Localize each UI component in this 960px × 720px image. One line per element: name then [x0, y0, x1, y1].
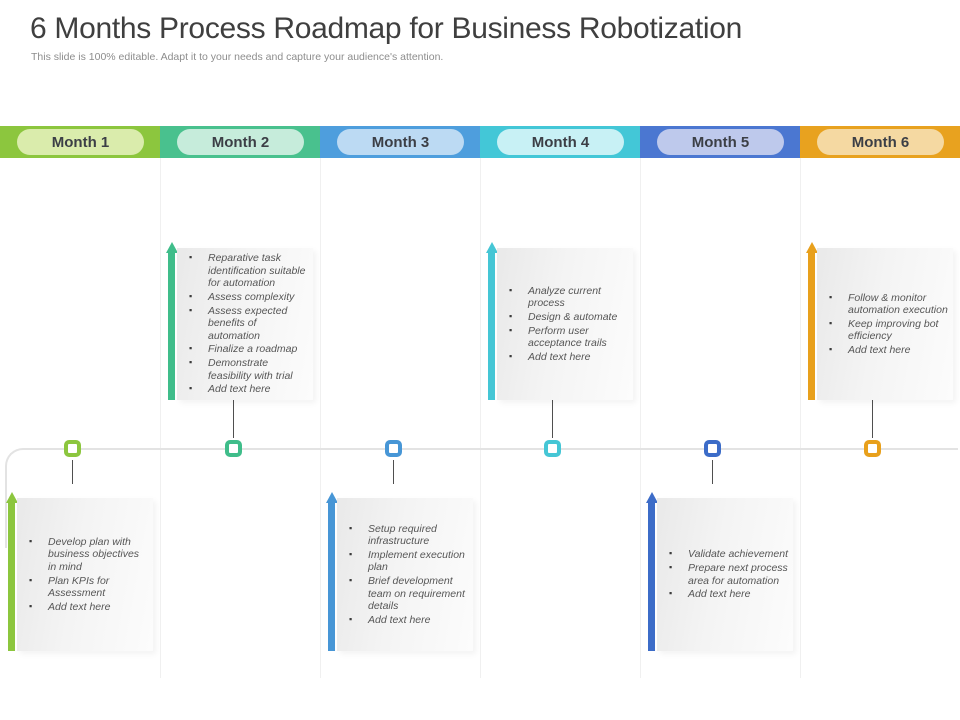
month-pill-label: Month 6: [817, 129, 944, 155]
card-month-6: Follow & monitor automation executionKee…: [817, 248, 953, 400]
timeline-marker-month-4: [544, 440, 561, 457]
bullet-item: Plan KPIs for Assessment: [17, 575, 153, 600]
column-divider: [480, 158, 481, 678]
arrow-up-icon: [165, 242, 178, 400]
bullet-item: Finalize a roadmap: [177, 343, 313, 356]
card-month-4: Analyze current processDesign & automate…: [497, 248, 633, 400]
card-month-3: Setup required infrastructureImplement e…: [337, 498, 473, 651]
banner-segment-month-2: Month 2: [160, 126, 320, 158]
timeline-marker-month-5: [704, 440, 721, 457]
bullet-item: Develop plan with business objectives in…: [17, 536, 153, 574]
month-pill-label: Month 3: [337, 129, 464, 155]
month-pill-label: Month 4: [497, 129, 624, 155]
column-divider: [160, 158, 161, 678]
bullet-item: Demonstrate feasibility with trial: [177, 357, 313, 382]
bullet-list: Follow & monitor automation executionKee…: [817, 291, 953, 358]
banner-segment-month-4: Month 4: [480, 126, 640, 158]
bullet-item: Analyze current process: [497, 285, 633, 310]
arrow-up-icon: [485, 242, 498, 400]
bullet-item: Add text here: [817, 344, 953, 357]
bullet-item: Follow & monitor automation execution: [817, 292, 953, 317]
bullet-item: Add text here: [657, 588, 793, 601]
bullet-item: Implement execution plan: [337, 549, 473, 574]
banner-segment-month-3: Month 3: [320, 126, 480, 158]
connector-month-3: [393, 460, 394, 484]
connector-month-5: [712, 460, 713, 484]
timeline-marker-month-1: [64, 440, 81, 457]
arrow-up-icon: [645, 492, 658, 651]
page-title: 6 Months Process Roadmap for Business Ro…: [30, 12, 743, 45]
card-month-1: Develop plan with business objectives in…: [17, 498, 153, 651]
column-divider: [320, 158, 321, 678]
bullet-item: Setup required infrastructure: [337, 523, 473, 548]
bullet-item: Prepare next process area for automation: [657, 562, 793, 587]
month-pill-label: Month 1: [17, 129, 144, 155]
arrow-up-icon: [5, 492, 18, 651]
card-month-5: Validate achievementPrepare next process…: [657, 498, 793, 651]
bullet-item: Perform user acceptance trails: [497, 325, 633, 350]
bullet-item: Reparative task identification suitable …: [177, 252, 313, 290]
timeline-marker-month-2: [225, 440, 242, 457]
month-banner: Month 1 Month 2 Month 3 Month 4 Month 5 …: [0, 126, 960, 158]
bullet-item: Design & automate: [497, 311, 633, 324]
bullet-list: Develop plan with business objectives in…: [17, 535, 153, 615]
connector-month-6: [872, 400, 873, 438]
card-month-2: Reparative task identification suitable …: [177, 248, 313, 400]
column-divider: [640, 158, 641, 678]
column-divider: [800, 158, 801, 678]
timeline-marker-month-6: [864, 440, 881, 457]
bullet-item: Assess complexity: [177, 291, 313, 304]
bullet-list: Validate achievementPrepare next process…: [657, 547, 793, 601]
banner-segment-month-6: Month 6: [800, 126, 960, 158]
timeline-marker-month-3: [385, 440, 402, 457]
month-pill-label: Month 5: [657, 129, 784, 155]
arrow-up-icon: [325, 492, 338, 651]
bullet-item: Brief development team on requirement de…: [337, 575, 473, 613]
arrow-up-icon: [805, 242, 818, 400]
month-pill-label: Month 2: [177, 129, 304, 155]
page-subtitle: This slide is 100% editable. Adapt it to…: [31, 51, 444, 63]
bullet-item: Add text here: [497, 351, 633, 364]
bullet-item: Keep improving bot efficiency: [817, 318, 953, 343]
bullet-list: Setup required infrastructureImplement e…: [337, 522, 473, 628]
banner-segment-month-5: Month 5: [640, 126, 800, 158]
bullet-item: Assess expected benefits of automation: [177, 305, 313, 343]
connector-month-1: [72, 460, 73, 484]
connector-month-2: [233, 400, 234, 438]
connector-month-4: [552, 400, 553, 438]
bullet-item: Validate achievement: [657, 548, 793, 561]
banner-segment-month-1: Month 1: [0, 126, 160, 158]
bullet-list: Analyze current processDesign & automate…: [497, 284, 633, 365]
bullet-item: Add text here: [17, 601, 153, 614]
bullet-list: Reparative task identification suitable …: [177, 251, 313, 397]
bullet-item: Add text here: [177, 383, 313, 396]
bullet-item: Add text here: [337, 614, 473, 627]
